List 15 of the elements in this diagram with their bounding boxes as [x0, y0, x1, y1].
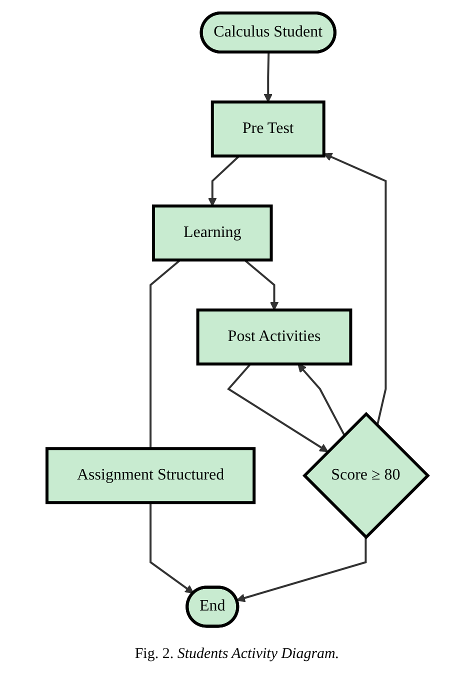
node-box: Post Activities — [196, 308, 352, 366]
node-diamond: Score ≥ 80 — [302, 412, 430, 540]
arrow — [236, 538, 366, 603]
arrow — [263, 52, 272, 103]
arrow — [297, 364, 345, 436]
arrow — [243, 260, 278, 311]
figure-caption: Fig. 2. Students Activity Diagram. — [134, 646, 340, 663]
arrow — [208, 156, 240, 207]
arrow — [149, 503, 194, 594]
node-box: Assignment Structured — [45, 448, 256, 504]
arrow — [226, 364, 328, 453]
node-box: Pre Test — [210, 100, 325, 158]
connector — [149, 260, 181, 449]
arrow — [323, 153, 386, 426]
node-box: Learning — [152, 204, 272, 262]
